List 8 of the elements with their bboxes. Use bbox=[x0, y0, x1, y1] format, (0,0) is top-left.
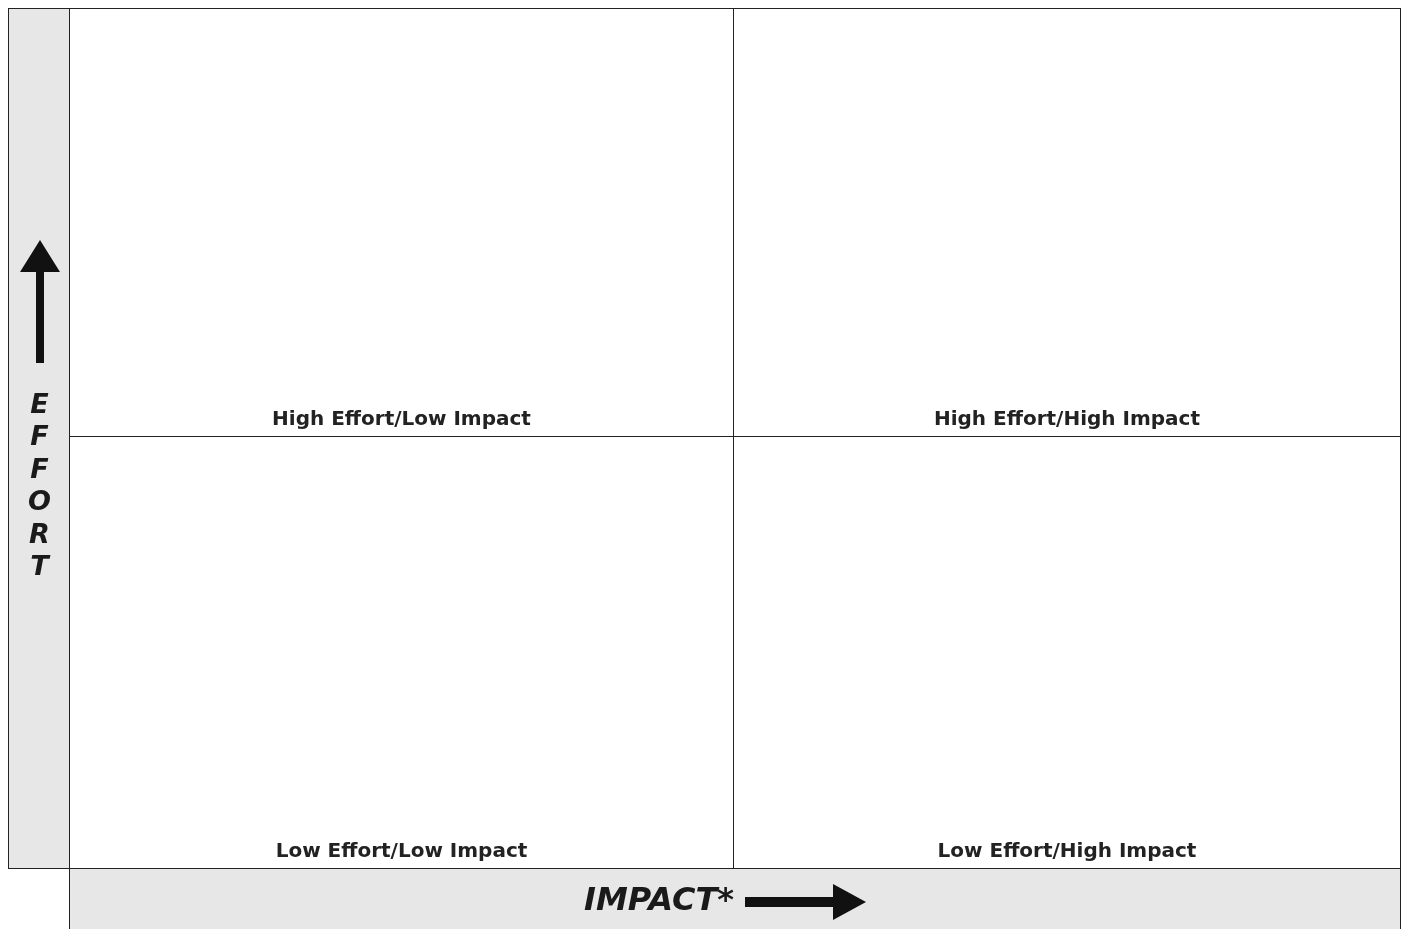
quadrant-label: Low Effort/Low Impact bbox=[275, 838, 528, 862]
axis-label: IMPACT* bbox=[584, 880, 735, 918]
quadrant-box bbox=[733, 436, 1401, 869]
quadrant-label: High Effort/Low Impact bbox=[272, 406, 531, 430]
quadrant-label: Low Effort/High Impact bbox=[937, 838, 1197, 862]
quadrant-label: High Effort/High Impact bbox=[933, 406, 1201, 430]
quadrant-box bbox=[733, 8, 1401, 437]
axis-label: EFFORT bbox=[27, 388, 52, 583]
